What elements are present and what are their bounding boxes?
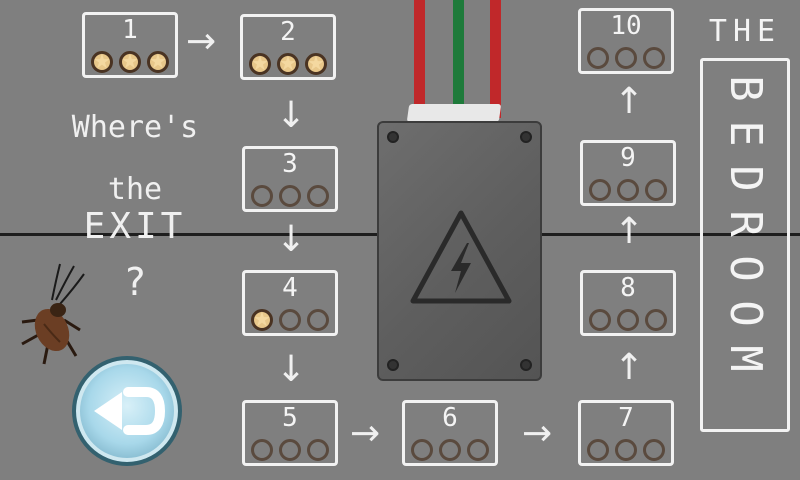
star-empty-icon	[615, 439, 637, 461]
star-empty-icon	[587, 47, 609, 69]
level-stars	[587, 47, 665, 69]
star-empty-icon	[307, 185, 329, 207]
screw	[520, 131, 532, 143]
level-number: 2	[280, 17, 296, 47]
level-number: 5	[282, 403, 298, 433]
cockroach-icon	[21, 263, 85, 365]
level-stars	[411, 439, 489, 461]
arrow-up-icon: ↑	[614, 347, 645, 388]
arrow-right-icon: →	[350, 413, 381, 454]
level-2-button[interactable]: 2	[240, 14, 336, 80]
back-arrow-icon	[94, 387, 166, 435]
star-empty-icon	[643, 439, 665, 461]
star-empty-icon	[617, 179, 639, 201]
level-4-button[interactable]: 4	[242, 270, 338, 336]
title-letter: R	[719, 210, 771, 237]
level-number: 8	[620, 273, 636, 303]
star-empty-icon	[617, 309, 639, 331]
title-letter: D	[719, 165, 771, 192]
star-empty-icon	[307, 309, 329, 331]
screw	[387, 131, 399, 143]
arrow-up-icon: ↑	[614, 211, 645, 252]
star-empty-icon	[251, 439, 273, 461]
question-line-2: the	[107, 172, 163, 207]
star-empty-icon	[411, 439, 433, 461]
star-earned-icon	[119, 49, 141, 73]
level-number: 7	[618, 403, 634, 433]
star-empty-icon	[615, 47, 637, 69]
star-earned-icon	[251, 307, 273, 331]
level-number: 9	[620, 143, 636, 173]
star-earned-icon	[91, 49, 113, 73]
star-empty-icon	[279, 439, 301, 461]
level-6-button[interactable]: 6	[402, 400, 498, 466]
level-number: 6	[442, 403, 458, 433]
star-empty-icon	[589, 179, 611, 201]
level-5-button[interactable]: 5	[242, 400, 338, 466]
title-letter: M	[719, 345, 771, 372]
level-3-button[interactable]: 3	[242, 146, 338, 212]
level-7-button[interactable]: 7	[578, 400, 674, 466]
level-number: 4	[282, 273, 298, 303]
title-letter: O	[719, 255, 771, 282]
electrical-panel	[377, 121, 542, 381]
title-bedroom: B E D R O O M	[700, 66, 790, 381]
arrow-up-icon: ↑	[614, 81, 645, 122]
level-8-button[interactable]: 8	[580, 270, 676, 336]
level-stars	[91, 49, 169, 73]
level-1-button[interactable]: 1	[82, 12, 178, 78]
level-stars	[251, 307, 329, 331]
level-10-button[interactable]: 10	[578, 8, 674, 74]
back-button[interactable]	[72, 356, 182, 466]
arrow-down-icon: ↓	[276, 349, 307, 390]
level-stars	[589, 179, 667, 201]
star-empty-icon	[279, 185, 301, 207]
question-line-4: ?	[123, 260, 147, 304]
arrow-down-icon: ↓	[276, 219, 307, 260]
question-line-1: Where's	[71, 110, 199, 145]
level-9-button[interactable]: 9	[580, 140, 676, 206]
high-voltage-icon	[410, 210, 512, 304]
wire-clamp	[406, 104, 502, 122]
arrow-down-icon: ↓	[276, 95, 307, 136]
star-empty-icon	[251, 185, 273, 207]
arrow-right-icon: →	[522, 413, 553, 454]
title-letter: B	[719, 75, 771, 102]
level-stars	[589, 309, 667, 331]
star-earned-icon	[305, 51, 327, 75]
title-frame	[700, 58, 790, 432]
screw	[387, 359, 399, 371]
wire-green	[453, 0, 464, 118]
wire-red-left	[414, 0, 425, 118]
level-stars	[587, 439, 665, 461]
level-stars	[251, 439, 329, 461]
star-empty-icon	[467, 439, 489, 461]
title-the: THE	[708, 14, 782, 49]
wire-red-right	[490, 0, 501, 118]
level-stars	[251, 185, 329, 207]
star-empty-icon	[643, 47, 665, 69]
level-stars	[249, 51, 327, 75]
level-number: 1	[122, 15, 138, 45]
star-earned-icon	[249, 51, 271, 75]
star-empty-icon	[279, 309, 301, 331]
title-letter: O	[719, 300, 771, 327]
arrow-right-icon: →	[186, 21, 217, 62]
title-letter: E	[719, 120, 771, 147]
star-empty-icon	[645, 179, 667, 201]
question-line-3: EXIT	[83, 206, 187, 247]
star-empty-icon	[439, 439, 461, 461]
level-number: 3	[282, 149, 298, 179]
star-empty-icon	[589, 309, 611, 331]
screw	[520, 359, 532, 371]
star-empty-icon	[645, 309, 667, 331]
star-empty-icon	[307, 439, 329, 461]
level-number: 10	[610, 11, 642, 41]
star-earned-icon	[277, 51, 299, 75]
star-earned-icon	[147, 49, 169, 73]
star-empty-icon	[587, 439, 609, 461]
